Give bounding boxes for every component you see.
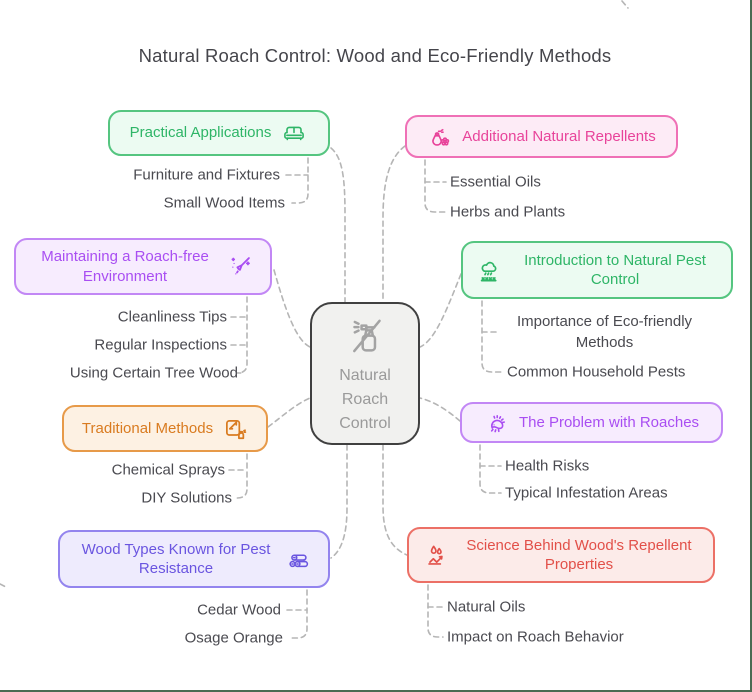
node-maintaining-roach-free-environment[interactable]: Maintaining a Roach-free Environment — [14, 238, 272, 295]
node-science-wood-repellent-properties[interactable]: Science Behind Wood's Repellent Properti… — [407, 527, 715, 583]
node-problem-with-roaches[interactable]: The Problem with Roaches — [460, 402, 723, 443]
child-small-wood-items[interactable]: Small Wood Items — [163, 194, 285, 212]
child-impact-on-roach-behavior[interactable]: Impact on Roach Behavior — [447, 628, 624, 646]
child-cedar-wood[interactable]: Cedar Wood — [197, 601, 281, 619]
center-node-natural-roach-control[interactable]: Natural Roach Control — [310, 302, 420, 445]
child-diy-solutions[interactable]: DIY Solutions — [141, 489, 232, 507]
child-regular-inspections[interactable]: Regular Inspections — [94, 336, 227, 354]
roach-icon — [484, 410, 510, 436]
no-spray-icon — [342, 312, 388, 358]
child-furniture-and-fixtures[interactable]: Furniture and Fixtures — [133, 166, 280, 184]
child-importance-eco-friendly-methods[interactable]: Importance of Eco-friendly Methods — [516, 313, 693, 351]
broom-icon — [227, 253, 254, 280]
child-herbs-and-plants[interactable]: Herbs and Plants — [450, 203, 566, 221]
child-chemical-sprays[interactable]: Chemical Sprays — [111, 461, 225, 479]
node-traditional-methods[interactable]: Traditional Methods — [62, 405, 268, 452]
center-node-label: Natural Roach Control — [339, 366, 391, 432]
page-title: Natural Roach Control: Wood and Eco-Frie… — [138, 45, 612, 66]
node-introduction-natural-pest-control[interactable]: Introduction to Natural Pest Control — [461, 241, 733, 299]
node-label: Practical Applications — [129, 124, 272, 142]
eco-rain-icon — [476, 257, 503, 284]
node-label: Additional Natural Repellents — [462, 127, 656, 145]
child-natural-oils[interactable]: Natural Oils — [447, 598, 526, 616]
node-wood-types-pest-resistance[interactable]: Wood Types Known for Pest Resistance — [58, 530, 330, 588]
child-osage-orange[interactable]: Osage Orange — [184, 629, 283, 647]
node-label: Maintaining a Roach-free Environment — [41, 248, 209, 285]
child-essential-oils[interactable]: Essential Oils — [450, 173, 541, 191]
node-label: Traditional Methods — [81, 419, 214, 437]
node-label: Science Behind Wood's Repellent Properti… — [466, 536, 692, 573]
wood-logs-icon — [285, 547, 312, 572]
child-cleanliness-tips[interactable]: Cleanliness Tips — [117, 308, 227, 326]
child-typical-infestation-areas[interactable]: Typical Infestation Areas — [505, 484, 668, 502]
child-common-household-pests[interactable]: Common Household Pests — [507, 363, 686, 381]
node-additional-natural-repellents[interactable]: Additional Natural Repellents — [405, 115, 678, 158]
repellent-drops-icon — [424, 542, 451, 569]
node-label: The Problem with Roaches — [518, 413, 700, 431]
spray-document-icon — [222, 416, 248, 442]
couch-icon — [280, 121, 308, 145]
child-health-risks[interactable]: Health Risks — [505, 457, 590, 475]
perfume-bottle-icon — [427, 123, 453, 150]
node-practical-applications[interactable]: Practical Applications — [108, 110, 330, 156]
node-label: Wood Types Known for Pest Resistance — [81, 540, 271, 577]
node-label: Introduction to Natural Pest Control — [524, 251, 706, 288]
child-using-certain-tree-wood[interactable]: Using Certain Tree Wood — [69, 364, 238, 382]
